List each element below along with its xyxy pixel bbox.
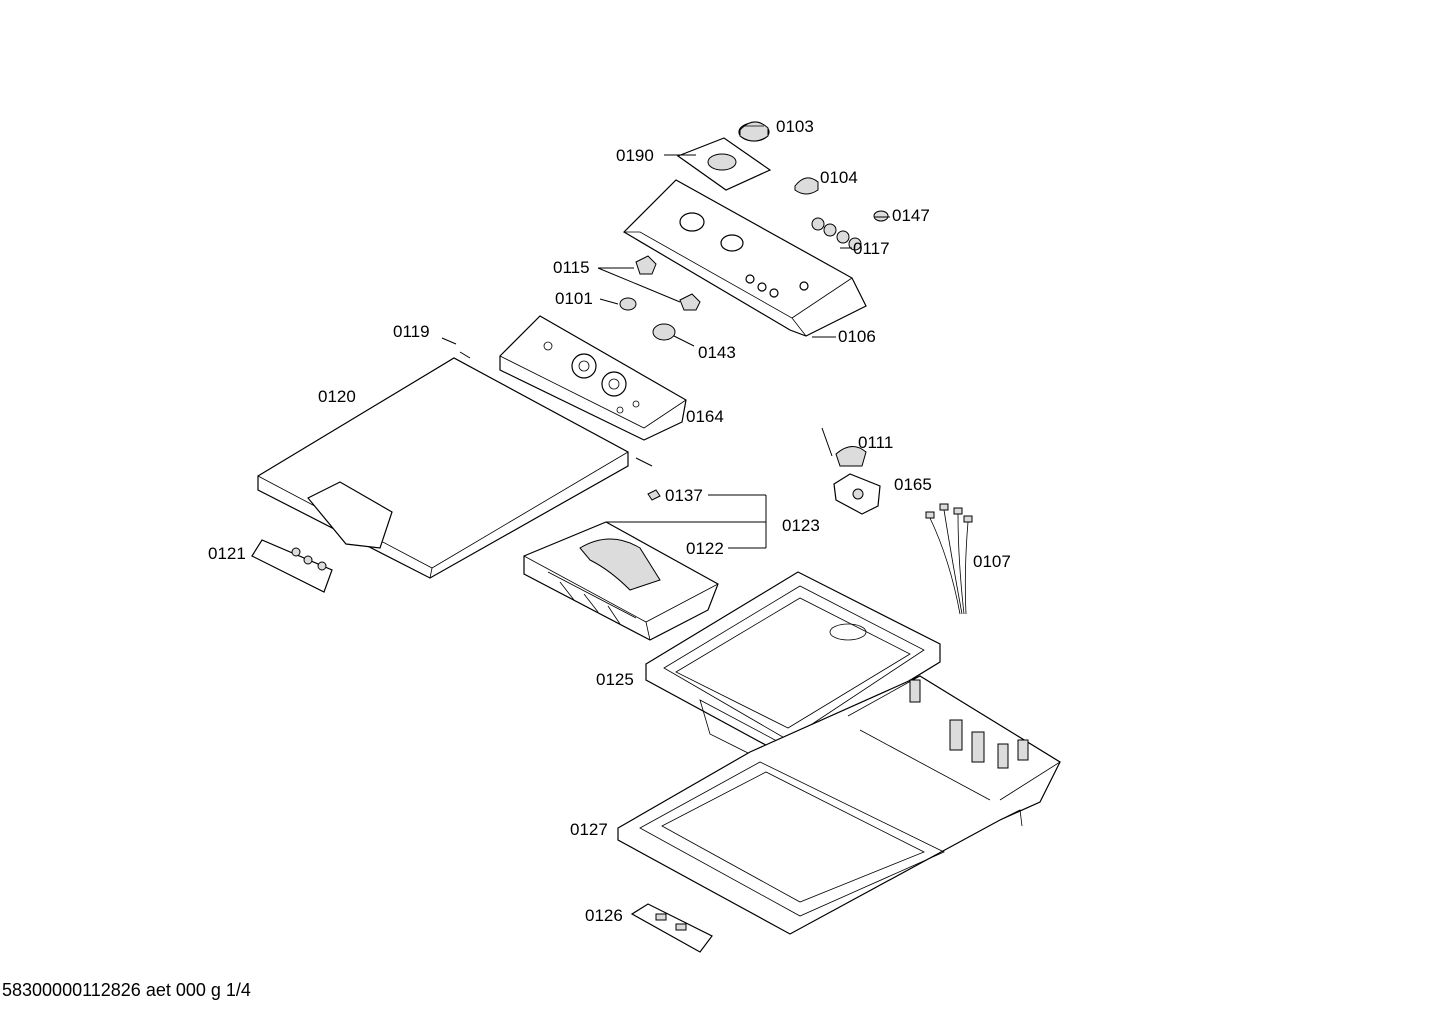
- part-0115-clips[interactable]: [597, 255, 701, 311]
- label-0137: 0137: [665, 486, 703, 505]
- label-0101: 0101: [555, 289, 593, 308]
- label-0104: 0104: [820, 168, 858, 187]
- part-0107-wiring[interactable]: [925, 503, 973, 615]
- label-0106: 0106: [838, 327, 876, 346]
- part-0127-top-frame[interactable]: [617, 675, 1061, 935]
- part-0104-knob[interactable]: [794, 177, 819, 195]
- part-0165-lock[interactable]: [833, 473, 881, 515]
- label-0164: 0164: [686, 407, 724, 426]
- part-0106-control-panel[interactable]: [623, 179, 867, 338]
- part-0103-knob[interactable]: [738, 121, 770, 142]
- label-0123: 0123: [782, 516, 820, 535]
- label-0115: 0115: [553, 258, 590, 277]
- part-0147[interactable]: [873, 210, 889, 222]
- label-0127: 0127: [570, 820, 608, 839]
- part-0137[interactable]: [647, 489, 661, 501]
- part-0143[interactable]: [652, 323, 695, 347]
- label-0165: 0165: [894, 475, 932, 494]
- part-0125-tub-ring[interactable]: [645, 571, 941, 775]
- part-0117-buttons[interactable]: [811, 217, 862, 251]
- leader-lines: [459, 154, 890, 359]
- label-0126: 0126: [585, 906, 623, 925]
- label-0190: 0190: [616, 146, 654, 165]
- part-0111-cover[interactable]: [821, 427, 867, 467]
- document-id-footer: 58300000112826 aet 000 g 1/4: [2, 980, 251, 1000]
- label-0125: 0125: [596, 670, 634, 689]
- label-0103: 0103: [776, 117, 814, 136]
- label-0117: 0117: [853, 239, 890, 258]
- label-0120: 0120: [318, 387, 356, 406]
- label-0122: 0122: [686, 539, 724, 558]
- part-0120-lid[interactable]: [257, 357, 653, 579]
- label-0121: 0121: [208, 544, 246, 563]
- part-0119-pin[interactable]: [441, 337, 457, 345]
- label-0143: 0143: [698, 343, 736, 362]
- part-0190-sticker[interactable]: [676, 137, 772, 191]
- label-0147: 0147: [892, 206, 930, 225]
- label-0119: 0119: [393, 322, 430, 341]
- label-0111: 0111: [858, 433, 893, 452]
- leader-0137-0122-0123: [606, 494, 767, 549]
- part-0121-handle[interactable]: [251, 539, 333, 593]
- part-0164-electronic-module[interactable]: [499, 315, 687, 441]
- label-0107: 0107: [973, 552, 1011, 571]
- part-0101[interactable]: [599, 297, 637, 311]
- part-0126[interactable]: [630, 903, 713, 953]
